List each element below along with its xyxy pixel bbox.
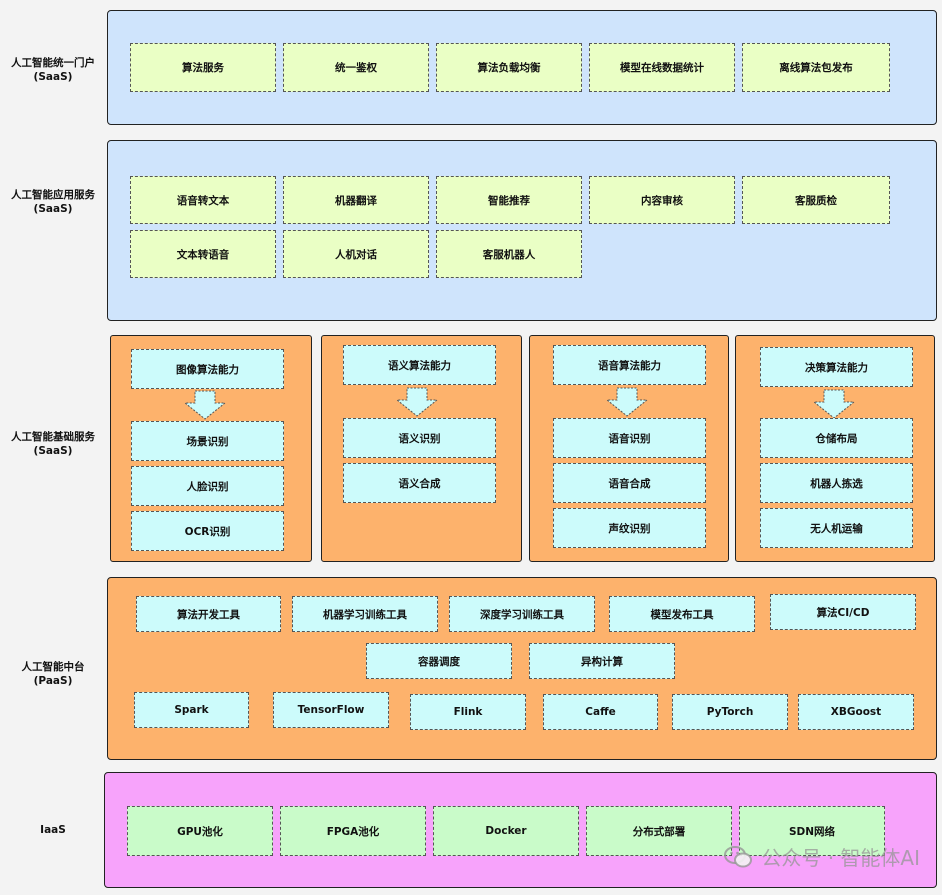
image-algorithm-title: 图像算法能力 xyxy=(131,349,284,389)
image-item: 人脸识别 xyxy=(131,466,284,506)
down-arrow-icon xyxy=(184,390,226,420)
paas-framework: Flink xyxy=(410,694,526,730)
semantic-item: 语义合成 xyxy=(343,463,496,503)
portal-box: 算法负载均衡 xyxy=(436,43,582,92)
iaas-box: FPGA池化 xyxy=(280,806,426,856)
app-box: 客服质检 xyxy=(742,176,890,224)
decision-item: 仓储布局 xyxy=(760,418,913,458)
iaas-box: SDN网络 xyxy=(739,806,885,856)
watermark-text: 公众号 · 智能体AI xyxy=(761,846,920,870)
semantic-algorithm-title: 语义算法能力 xyxy=(343,345,496,385)
iaas-box: GPU池化 xyxy=(127,806,273,856)
app-box: 客服机器人 xyxy=(436,230,582,278)
iaas-box: Docker xyxy=(433,806,579,856)
iaas-box: 分布式部署 xyxy=(586,806,732,856)
app-box: 语音转文本 xyxy=(130,176,276,224)
paas-tool: 算法开发工具 xyxy=(136,596,281,632)
app-box: 智能推荐 xyxy=(436,176,582,224)
paas-framework: Caffe xyxy=(543,694,658,730)
paas-framework: TensorFlow xyxy=(273,692,389,728)
paas-tool: 机器学习训练工具 xyxy=(292,596,438,632)
paas-framework: PyTorch xyxy=(672,694,788,730)
portal-box: 统一鉴权 xyxy=(283,43,429,92)
decision-algorithm-title: 决策算法能力 xyxy=(760,347,913,387)
portal-box: 离线算法包发布 xyxy=(742,43,890,92)
app-box: 文本转语音 xyxy=(130,230,276,278)
speech-item: 声纹识别 xyxy=(553,508,706,548)
watermark: 公众号 · 智能体AI xyxy=(723,842,920,871)
portal-box: 模型在线数据统计 xyxy=(589,43,735,92)
paas-framework: Spark xyxy=(134,692,249,728)
paas-tool: 模型发布工具 xyxy=(609,596,755,632)
paas-compute: 容器调度 xyxy=(366,643,512,679)
wechat-icon xyxy=(724,845,753,867)
iaas-layer-label: IaaS xyxy=(40,824,66,836)
paas-tool: 深度学习训练工具 xyxy=(449,596,595,632)
app-box: 人机对话 xyxy=(283,230,429,278)
speech-item: 语音合成 xyxy=(553,463,706,503)
paas-framework: XBGoost xyxy=(798,694,914,730)
down-arrow-icon xyxy=(813,389,855,419)
paas-compute: 异构计算 xyxy=(529,643,675,679)
paas-tool: 算法CI/CD xyxy=(770,594,916,630)
app-box: 内容审核 xyxy=(589,176,735,224)
speech-item: 语音识别 xyxy=(553,418,706,458)
decision-item: 无人机运输 xyxy=(760,508,913,548)
base-layer-label: 人工智能基础服务 (SaaS) xyxy=(11,431,95,457)
image-item: 场景识别 xyxy=(131,421,284,461)
portal-box: 算法服务 xyxy=(130,43,276,92)
down-arrow-icon xyxy=(396,387,438,417)
paas-layer-label: 人工智能中台 (PaaS) xyxy=(21,661,85,687)
app-box: 机器翻译 xyxy=(283,176,429,224)
decision-item: 机器人拣选 xyxy=(760,463,913,503)
speech-algorithm-title: 语音算法能力 xyxy=(553,345,706,385)
down-arrow-icon xyxy=(606,387,648,417)
portal-layer-label: 人工智能统一门户 (SaaS) xyxy=(11,57,95,83)
semantic-item: 语义识别 xyxy=(343,418,496,458)
app-layer-label: 人工智能应用服务 (SaaS) xyxy=(11,189,95,215)
image-item: OCR识别 xyxy=(131,511,284,551)
